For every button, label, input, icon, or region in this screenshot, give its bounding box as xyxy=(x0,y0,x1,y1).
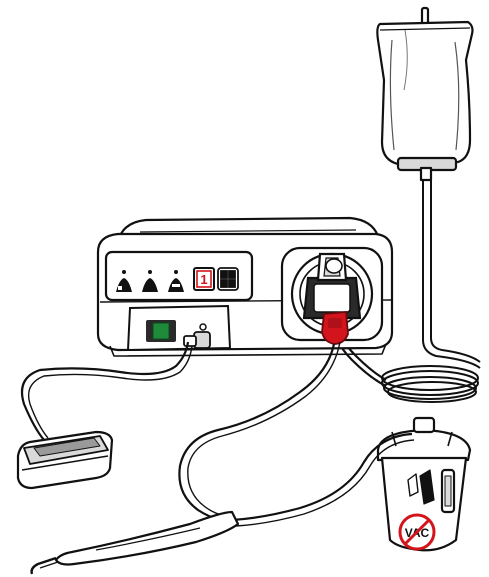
foot-pedal-cable xyxy=(22,342,188,440)
adjust-buttons[interactable] xyxy=(218,268,238,290)
coiled-tube xyxy=(382,366,478,402)
bag-hanger xyxy=(422,8,428,24)
no-vacuum-sign: VAC xyxy=(400,515,434,549)
digit-display: 1 xyxy=(194,268,214,290)
fluid-bag xyxy=(377,8,472,180)
handpiece-cable xyxy=(179,344,334,520)
handpiece[interactable] xyxy=(32,512,238,574)
power-switch[interactable] xyxy=(153,323,169,339)
display-value: 1 xyxy=(200,272,207,287)
foot-pedal[interactable] xyxy=(18,432,112,488)
tubing-connector xyxy=(322,312,348,344)
lower-panel xyxy=(128,306,230,350)
bag-tubing xyxy=(423,180,480,368)
